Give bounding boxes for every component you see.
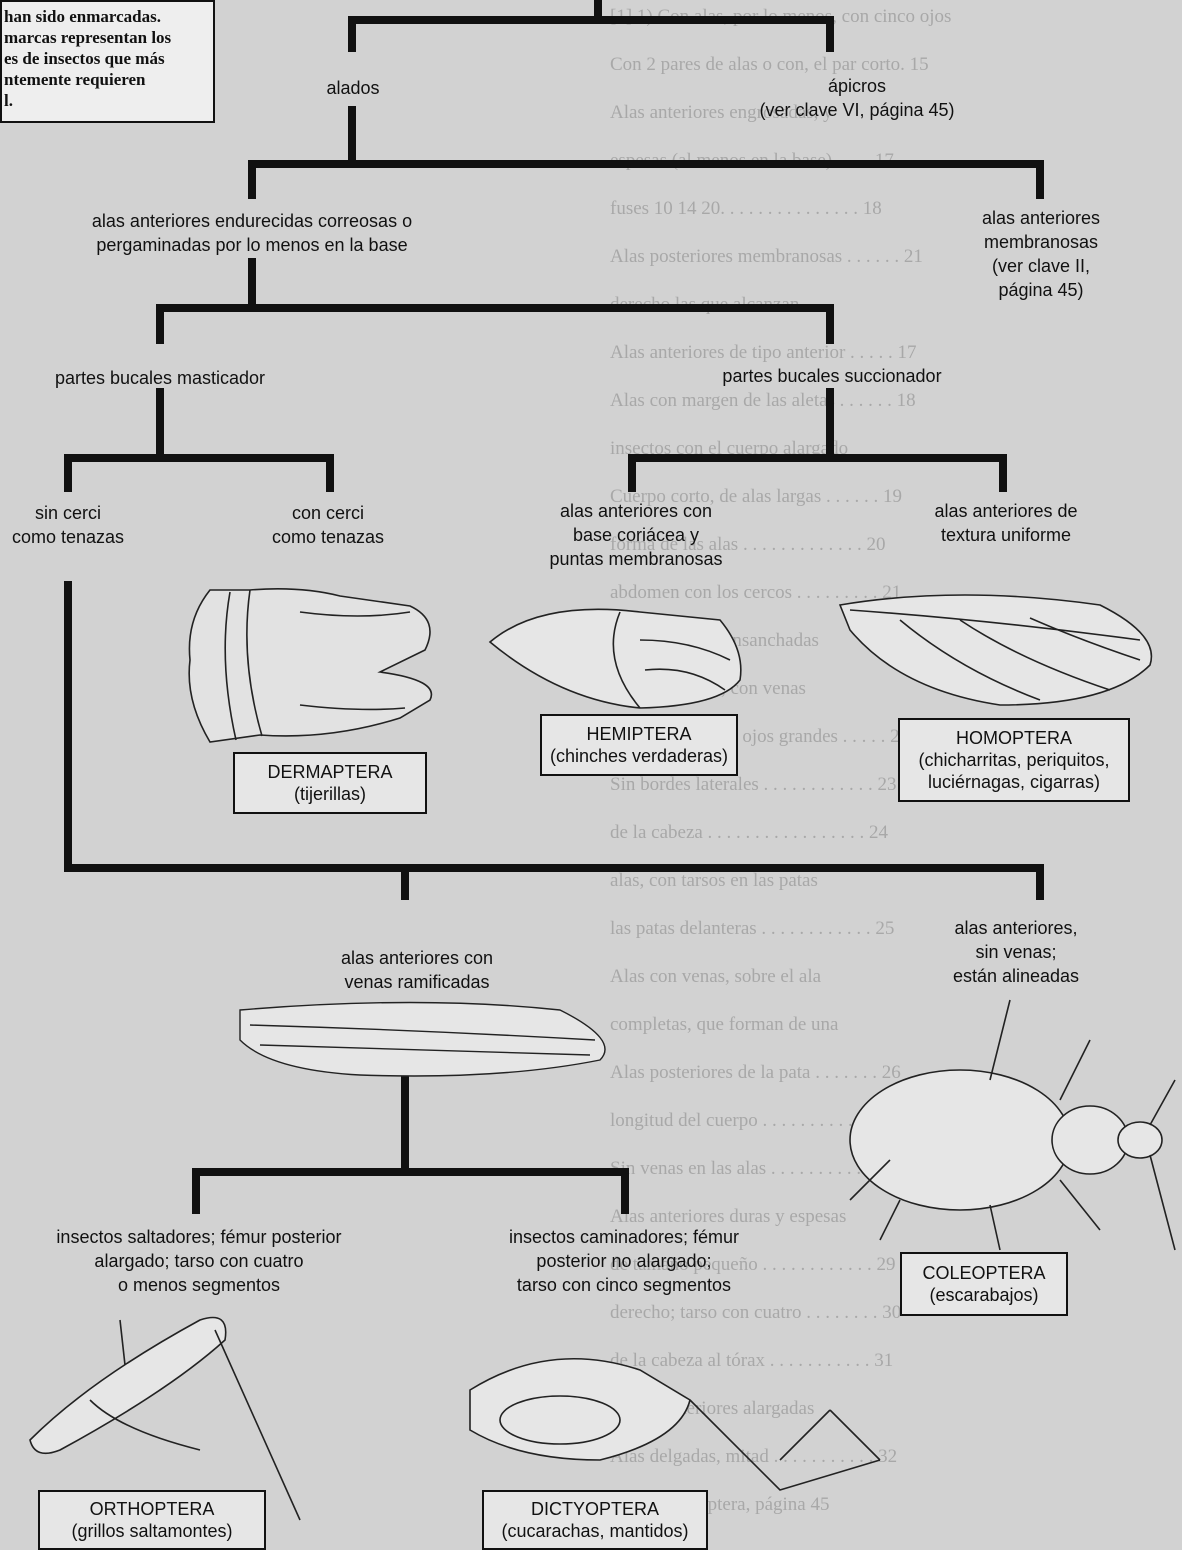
veined-wing-drawing xyxy=(240,1003,605,1077)
order-box-dermaptera: DERMAPTERA (tijerillas) xyxy=(233,752,427,814)
order-common-name: (chinches verdaderas) xyxy=(542,745,736,767)
cockroach-drawing xyxy=(470,1359,880,1490)
framed-note: han sido enmarcadas. marcas representan … xyxy=(0,0,215,123)
node-base-coriacea: alas anteriores con base coriácea y punt… xyxy=(549,499,722,571)
node-succionador: partes bucales succionador xyxy=(722,364,941,388)
node-endurecidas: alas anteriores endurecidas correosas o … xyxy=(92,209,412,257)
hemiptera-wing-drawing xyxy=(490,609,741,708)
node-alados: alados xyxy=(326,76,379,100)
order-common-name: (grillos saltamontes) xyxy=(40,1520,264,1542)
homoptera-wing-drawing xyxy=(840,595,1151,705)
node-con-cerci: con cerci como tenazas xyxy=(272,501,384,549)
node-apicros: ápicros (ver clave VI, página 45) xyxy=(759,74,954,122)
order-name: HOMOPTERA xyxy=(900,727,1128,749)
order-name: ORTHOPTERA xyxy=(40,1498,264,1520)
order-box-orthoptera: ORTHOPTERA (grillos saltamontes) xyxy=(38,1490,266,1550)
node-textura-uniforme: alas anteriores de textura uniforme xyxy=(934,499,1077,547)
order-common-name: (escarabajos) xyxy=(902,1284,1066,1306)
node-saltadores: insectos saltadores; fémur posterior ala… xyxy=(56,1225,341,1297)
order-box-hemiptera: HEMIPTERA (chinches verdaderas) xyxy=(540,714,738,776)
order-box-homoptera: HOMOPTERA (chicharritas, periquitos, luc… xyxy=(898,718,1130,802)
node-sin-cerci: sin cerci como tenazas xyxy=(12,501,124,549)
node-caminadores: insectos caminadores; fémur posterior no… xyxy=(509,1225,739,1297)
node-sin-venas: alas anteriores, sin venas; están alinea… xyxy=(953,916,1079,988)
earwig-abdomen-drawing xyxy=(189,589,431,742)
order-name: COLEOPTERA xyxy=(902,1262,1066,1284)
order-name: DERMAPTERA xyxy=(235,761,425,783)
order-name: DICTYOPTERA xyxy=(484,1498,706,1520)
node-membranosas: alas anteriores membranosas (ver clave I… xyxy=(971,206,1112,302)
beetle-drawing xyxy=(850,1000,1175,1250)
node-venas-ramificadas: alas anteriores con venas ramificadas xyxy=(341,946,493,994)
order-name: HEMIPTERA xyxy=(542,723,736,745)
order-common-name: (tijerillas) xyxy=(235,783,425,805)
order-box-dictyoptera: DICTYOPTERA (cucarachas, mantidos) xyxy=(482,1490,708,1550)
order-common-name: (cucarachas, mantidos) xyxy=(484,1520,706,1542)
node-masticador: partes bucales masticador xyxy=(55,366,265,390)
order-box-coleoptera: COLEOPTERA (escarabajos) xyxy=(900,1252,1068,1316)
order-common-name: (chicharritas, periquitos, luciérnagas, … xyxy=(900,749,1128,793)
